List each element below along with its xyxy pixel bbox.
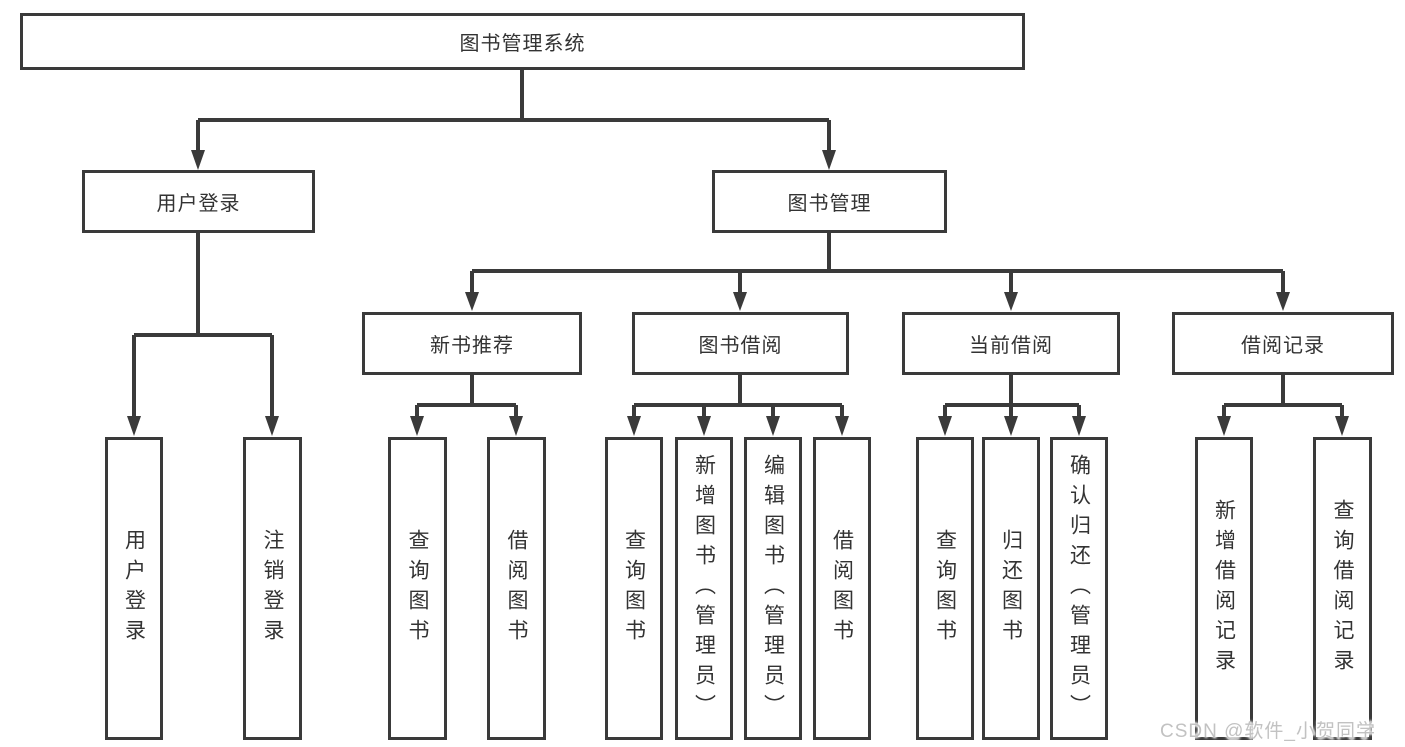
- leaf-label: 查询图书: [622, 528, 646, 649]
- leaf-query-books-2: 查询图书: [605, 437, 663, 740]
- leaf-label: 编辑图书（管理员）: [761, 453, 785, 724]
- leaf-borrow-books-2: 借阅图书: [813, 437, 871, 740]
- watermark: CSDN @软件_小贺同学: [1160, 721, 1376, 742]
- node-new-book-recommend-label: 新书推荐: [430, 335, 514, 357]
- leaf-label: 新增借阅记录: [1212, 498, 1236, 679]
- node-borrow-records: 借阅记录: [1172, 312, 1394, 375]
- leaf-label: 借阅图书: [505, 528, 528, 649]
- node-current-borrow: 当前借阅: [902, 312, 1120, 375]
- node-book-borrow-label: 图书借阅: [698, 335, 783, 357]
- node-root: 图书管理系统: [20, 13, 1025, 70]
- leaf-edit-book-admin: 编辑图书（管理员）: [744, 437, 802, 740]
- node-user-login-label: 用户登录: [156, 193, 241, 215]
- leaf-borrow-books-1: 借阅图书: [487, 437, 546, 740]
- leaf-label: 查询图书: [933, 528, 957, 649]
- node-book-borrow: 图书借阅: [632, 312, 849, 375]
- leaf-label: 确认归还（管理员）: [1067, 453, 1091, 724]
- leaf-confirm-return-admin: 确认归还（管理员）: [1050, 437, 1108, 740]
- node-new-book-recommend: 新书推荐: [362, 312, 582, 375]
- node-borrow-records-label: 借阅记录: [1241, 335, 1325, 357]
- leaf-label: 新增图书（管理员）: [692, 453, 716, 724]
- leaf-query-books-3: 查询图书: [916, 437, 974, 740]
- leaf-user-login: 用户登录: [105, 437, 163, 740]
- leaf-label: 归还图书: [999, 528, 1023, 649]
- node-book-management-label: 图书管理: [787, 193, 872, 215]
- node-book-management: 图书管理: [712, 170, 947, 233]
- node-user-login: 用户登录: [82, 170, 315, 233]
- leaf-query-borrow-record: 查询借阅记录: [1313, 437, 1372, 740]
- leaf-label: 用户登录: [122, 528, 146, 649]
- leaf-label: 注销登录: [261, 528, 284, 649]
- leaf-label: 借阅图书: [830, 528, 854, 649]
- leaf-logout: 注销登录: [243, 437, 302, 740]
- leaf-return-book: 归还图书: [982, 437, 1040, 740]
- node-current-borrow-label: 当前借阅: [969, 335, 1053, 357]
- leaf-label: 查询借阅记录: [1331, 498, 1354, 679]
- leaf-add-book-admin: 新增图书（管理员）: [675, 437, 733, 740]
- leaf-label: 查询图书: [406, 528, 429, 649]
- node-root-label: 图书管理系统: [459, 33, 586, 55]
- leaf-query-books-1: 查询图书: [388, 437, 447, 740]
- leaf-add-borrow-record: 新增借阅记录: [1195, 437, 1253, 740]
